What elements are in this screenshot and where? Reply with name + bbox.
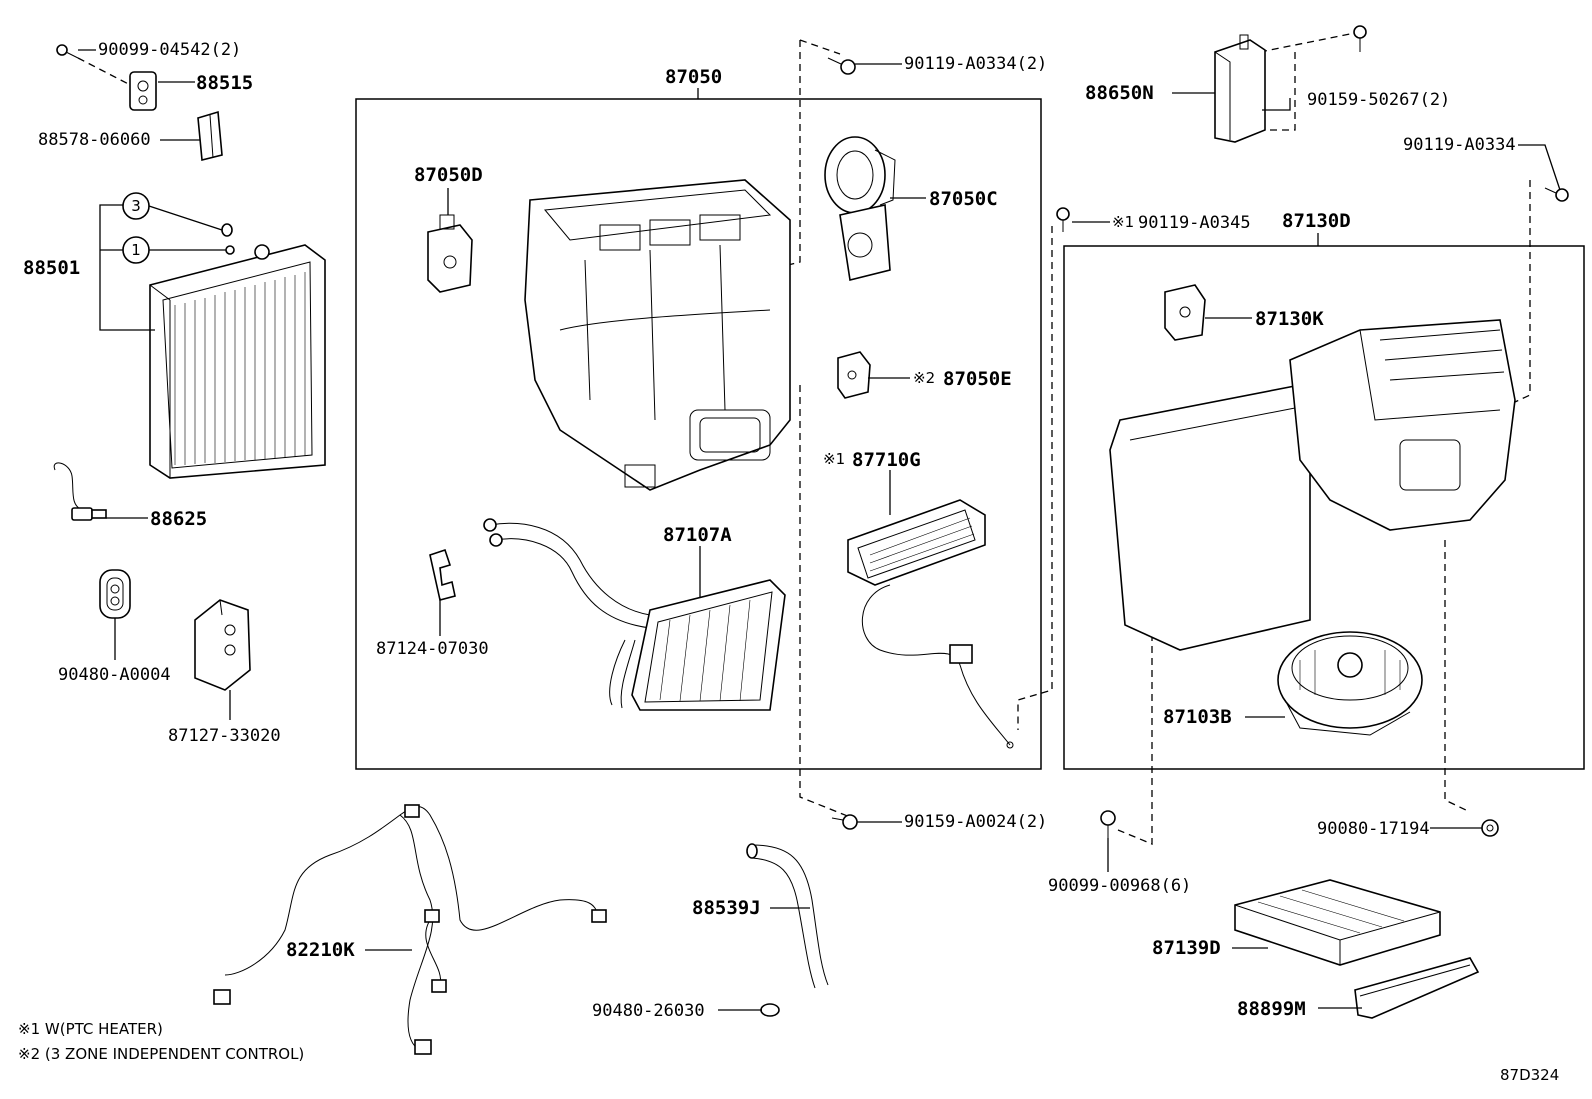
label-90119-a0345: 90119-A0345 (1138, 213, 1251, 233)
callout-1-text: 1 (131, 241, 141, 259)
label-90159-50267: 90159-50267(2) (1307, 90, 1450, 110)
label-87139d: 87139D (1152, 937, 1221, 959)
label-88650n: 88650N (1085, 82, 1154, 104)
screw-icon (1544, 187, 1569, 202)
label-90159-a0024: 90159-A0024(2) (904, 812, 1047, 832)
diagram-code: 87D324 (1500, 1066, 1559, 1084)
label-87050c: 87050C (929, 188, 998, 210)
blower-motor-icon (824, 136, 896, 281)
expansion-valve-icon (129, 71, 157, 111)
label-88625: 88625 (150, 508, 207, 530)
servo-small-icon (837, 351, 871, 399)
label-87103b: 87103B (1163, 706, 1232, 728)
callout-3-text: 3 (131, 197, 141, 215)
label-90099-04542: 90099-04542(2) (98, 40, 241, 60)
label-87050d: 87050D (414, 164, 483, 186)
label-90080-17194: 90080-17194 (1317, 819, 1430, 839)
filter-cover-icon (1354, 957, 1480, 1019)
label-90119-a0334-2: 90119-A0334(2) (904, 54, 1047, 74)
nut-icon (1481, 819, 1499, 837)
label-90119-a0345-mark: ※1 (1112, 213, 1134, 231)
callout-3: 3 (122, 192, 150, 220)
packing-icon (194, 599, 251, 691)
evaporator-icon (149, 244, 326, 479)
label-87130k: 87130K (1255, 308, 1324, 330)
plug-icon (760, 1003, 780, 1017)
screw-icon (1056, 207, 1070, 232)
label-87130d: 87130D (1282, 210, 1351, 232)
screw-icon (827, 57, 856, 75)
label-87710g: 87710G (852, 449, 921, 471)
air-filter-icon (1234, 879, 1441, 966)
heater-core-icon (483, 518, 786, 711)
screw-icon (56, 44, 79, 59)
label-88515: 88515 (196, 72, 253, 94)
label-90099-00968: 90099-00968(6) (1048, 876, 1191, 896)
footnote-2: ※2 (3 ZONE INDEPENDENT CONTROL) (18, 1045, 304, 1063)
blower-unit-icon (1109, 319, 1516, 651)
label-87050e: 87050E (943, 368, 1012, 390)
label-87710g-mark: ※1 (823, 450, 845, 468)
heater-unit-icon (524, 179, 791, 491)
callout-1: 1 (122, 236, 150, 264)
label-87050: 87050 (665, 66, 722, 88)
label-90480-26030: 90480-26030 (592, 1001, 705, 1021)
wire-harness-icon (213, 804, 607, 1055)
ptc-heater-icon (847, 499, 1014, 749)
valve-cover-icon (197, 110, 223, 162)
label-90480-a0004: 90480-A0004 (58, 665, 171, 685)
drain-hose-icon (746, 843, 829, 989)
label-88578-06060: 88578-06060 (38, 130, 151, 150)
o-ring-icon (221, 223, 233, 237)
blower-unit-box (1063, 245, 1585, 770)
servo-motor-icon (427, 214, 473, 293)
screw-icon (1353, 25, 1367, 52)
label-82210k: 82210K (286, 939, 355, 961)
clip-icon (429, 548, 456, 601)
label-87050e-mark: ※2 (913, 369, 935, 387)
label-90119-a0334: 90119-A0334 (1403, 135, 1516, 155)
label-88899m: 88899M (1237, 998, 1306, 1020)
servo-motor-icon (1164, 284, 1206, 341)
amplifier-icon (1214, 34, 1266, 143)
label-87107a: 87107A (663, 524, 732, 546)
o-ring-icon (225, 245, 235, 255)
grommet-icon (99, 569, 131, 619)
footnote-1: ※1 W(PTC HEATER) (18, 1020, 163, 1038)
label-87127-33020: 87127-33020 (168, 726, 281, 746)
label-87124-07030: 87124-07030 (376, 639, 489, 659)
screw-icon (831, 814, 858, 830)
screw-icon (1100, 810, 1116, 838)
blower-fan-icon (1277, 631, 1423, 736)
label-88539j: 88539J (692, 897, 761, 919)
label-88501: 88501 (23, 257, 80, 279)
thermistor-icon (53, 462, 107, 521)
